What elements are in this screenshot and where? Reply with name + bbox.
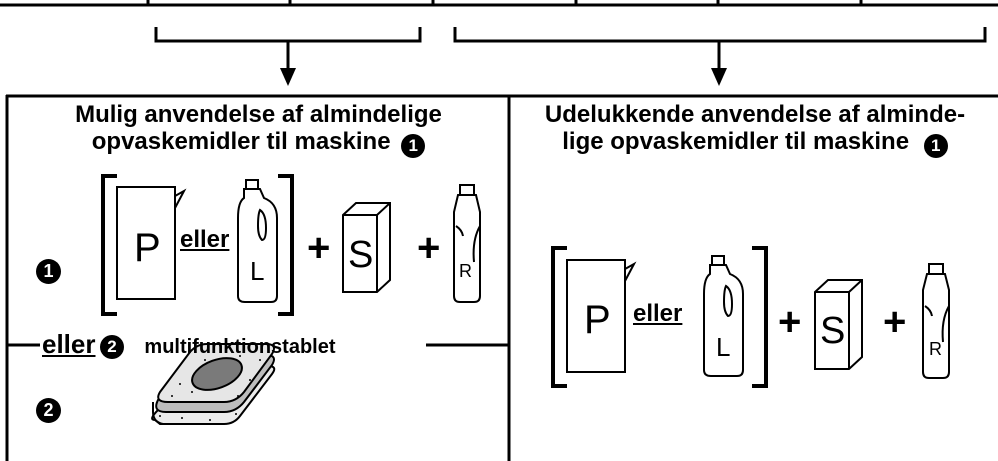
liquid-bottle-icon [237,179,278,303]
or-word: eller [633,300,683,327]
salt-letter: S [820,310,846,352]
left-product-group [101,174,481,316]
powder-letter: P [134,226,161,270]
rinse-letter: R [929,339,942,359]
divider-label: multifunktionstablet [144,336,336,358]
marker-number: 1 [931,136,941,155]
plus-sign: + [417,226,441,270]
circled-one-marker-icon: 1 [923,134,948,158]
left-heading-line2-wrap: opvaskemidler til maskine 1 [10,128,507,158]
plus-sign: + [778,300,802,344]
right-open-bracket [551,246,567,388]
right-product-group [551,246,950,388]
row1-circled-marker-icon: 1 [36,259,61,284]
circled-one-marker-icon: 1 [401,134,426,158]
powder-carton-icon [566,259,637,373]
top-table [0,0,998,7]
divider-or-word: eller [42,329,96,359]
marker-number: 2 [107,337,117,356]
powder-letter: P [584,298,611,342]
right-heading-line2-wrap: lige opvaskemidler til maskine 1 [512,128,998,158]
liquid-bottle-icon [703,255,744,377]
plus-sign: + [883,300,907,344]
left-bracket [154,27,422,43]
right-heading-line2: lige opvaskemidler til maskine [562,128,910,155]
left-heading-line2: opvaskemidler til maskine [91,128,391,155]
rinse-letter: R [459,261,472,281]
left-heading-line1: Mulig anvendelse af almindelige [75,101,442,128]
salt-box-icon [814,279,863,370]
right-panel-heading: Udelukkende anvendelse af alminde- lige … [512,101,998,158]
divider-circled-marker-icon: 2 [99,335,124,359]
left-open-bracket [101,174,117,316]
right-arrow [711,41,727,86]
marker-number: 1 [408,136,418,155]
left-panel-heading: Mulig anvendelse af almindelige opvaskem… [10,101,507,158]
right-bracket [453,27,987,43]
marker-number: 1 [43,261,54,281]
salt-letter: S [348,234,374,276]
plus-sign: + [307,226,331,270]
row2-circled-marker-icon: 2 [36,398,61,423]
rinse-bottle-icon [453,184,481,303]
right-close-bracket [752,246,768,388]
marker-number: 2 [43,400,54,420]
right-heading-line1: Udelukkende anvendelse af alminde- [544,101,966,128]
multifunction-tablet-icon [151,343,276,425]
powder-carton-icon [116,186,187,300]
rinse-bottle-icon [922,263,950,379]
or-word: eller [180,226,230,253]
liquid-letter: L [716,332,731,362]
left-close-bracket [278,174,294,316]
left-arrow [280,41,296,86]
salt-box-icon [342,202,391,293]
liquid-letter: L [250,256,265,286]
divider-label-row: eller 2 multifunktionstablet [42,329,336,360]
